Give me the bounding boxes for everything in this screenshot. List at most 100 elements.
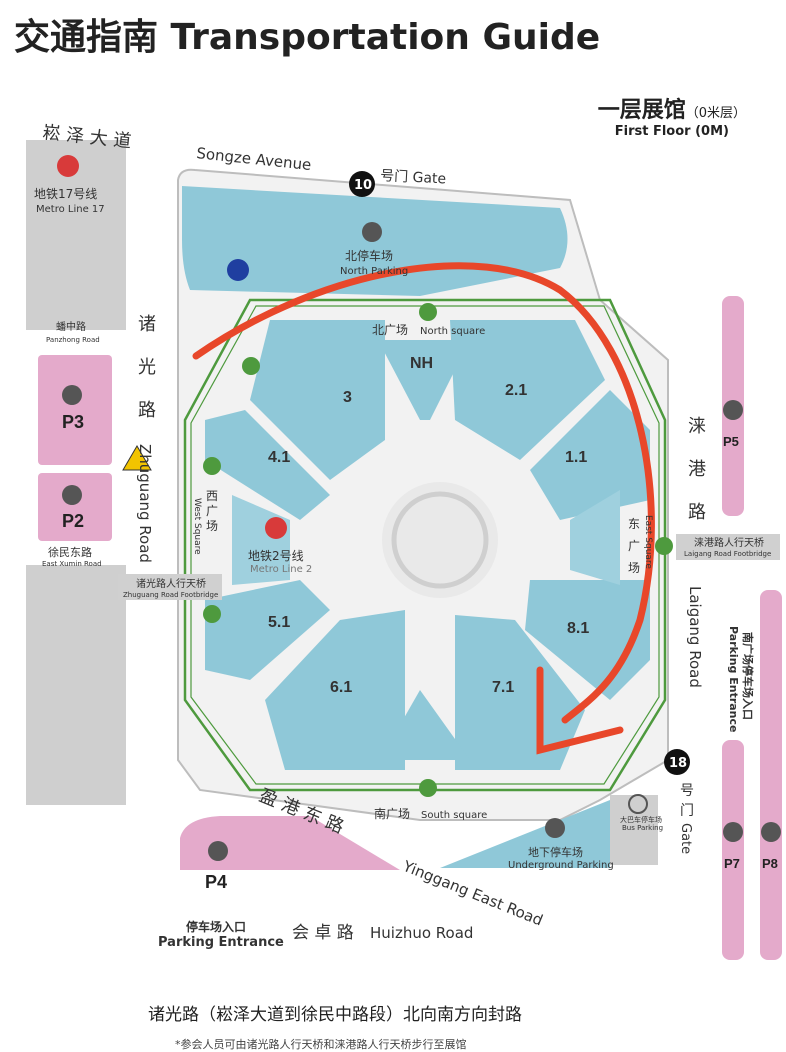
p4-label: P4 [205,872,227,892]
hall-1.1-shape[interactable] [530,390,650,520]
p8-lot[interactable] [760,590,782,960]
south-entrance-en: Parking Entrance [727,626,740,733]
metro-17-en: Metro Line 17 [36,204,105,215]
p3-label: P3 [62,412,84,432]
east-square-cn-1: 东 [628,517,640,531]
east-square-en: East Square [643,515,653,569]
walkway-loop [183,298,667,792]
gate-18-cn-2: 门 [680,803,694,819]
east-square-cn-2: 广 [628,539,640,553]
floor-cn-sub: （0米层） [685,106,746,121]
parking-entrance-en: Parking Entrance [158,935,284,950]
p2-lot[interactable] [38,473,112,541]
hall-6.1: 6.1 [330,679,352,696]
metro-2-icon [265,517,287,539]
shuttle-icon [203,303,673,797]
bus-parking-icon [628,794,648,814]
south-entrance-cn: 南广场停车场入口 [741,632,755,720]
bus-parking-en: Bus Parking [622,824,663,832]
north-parking-en: North Parking [340,266,408,277]
zhuguang-cn-2: 光 [138,357,156,378]
page-title: 交通指南 Transportation Guide [14,17,601,58]
bus-parking-cn: 大巴车停车场 [620,815,662,824]
metro-2-en: Metro Line 2 [250,564,312,575]
bus-icon [227,259,249,281]
north-square-en: North square [420,326,485,337]
hall-5.1-shape[interactable] [205,580,330,680]
zhuguang-cn-1: 诸 [138,314,156,335]
block-se [610,795,658,865]
hall-3-shape[interactable] [250,320,385,480]
p8-label: P8 [762,856,778,871]
xumin-road-cn: 徐民东路 [48,545,92,559]
walkway-loop-inner [190,305,660,785]
zhuguang-cn-3: 路 [138,400,156,421]
east-square-cn-3: 场 [628,561,640,575]
laigang-cn-3: 路 [688,502,706,523]
hall-6.1-shape[interactable] [265,610,405,770]
central-roundabout [382,482,498,598]
gate-18-number: 18 [669,756,687,771]
east-square-block [570,490,620,585]
car-icon [62,222,781,861]
hall-8.1: 8.1 [567,620,589,637]
south-square-en: South square [421,810,487,821]
north-parking-cn: 北停车场 [345,248,393,263]
hall-2.1-shape[interactable] [450,320,605,460]
north-square-cn: 北广场 [372,323,408,337]
underground-parking-area [440,800,610,868]
block-sw [26,565,126,805]
metro-17-icon [57,155,79,177]
laigang-cn-2: 港 [688,459,706,480]
hall-1.1: 1.1 [565,449,587,466]
parking-entrance-cn: 停车场入口 [186,919,246,934]
underground-parking-cn: 地下停车场 [528,845,583,859]
p7-lot[interactable] [722,740,744,960]
metro-2-cn: 地铁2号线 [248,549,304,563]
gate-10-marker[interactable] [349,171,375,197]
warning-icon [122,445,152,471]
hall-5.1: 5.1 [268,614,290,631]
p3-lot[interactable] [38,355,112,465]
huizhuo-cn: 会 卓 路 [292,923,354,943]
laigang-cn-1: 涞 [688,416,706,437]
underground-parking-en: Underground Parking [508,860,614,871]
south-fan [380,690,470,760]
hall-3: 3 [343,389,352,406]
gate-18-marker[interactable] [664,749,690,775]
hall-2.1: 2.1 [505,382,527,399]
hall-7.1: 7.1 [492,679,514,696]
west-square-cn-3: 场 [206,519,218,533]
hall-nh-shape[interactable] [378,340,470,420]
zhuguang-footbridge-en: Zhuguang Road Footbridge [123,591,218,599]
p4-lot[interactable] [180,816,400,870]
laigang-en: Laigang Road [686,586,704,688]
p2-label: P2 [62,511,84,531]
zhuguang-en: Zhuguang Road [136,444,154,563]
west-square-en: West Square [192,498,202,555]
floor-indicator: 一层展馆（0米层） First Floor (0M) [598,92,746,139]
west-square-cn-2: 广 [206,504,218,518]
hall-nh: NH [410,355,433,372]
huizhuo-en: Huizhuo Road [370,924,473,942]
route-line [192,262,655,755]
laigang-footbridge-cn: 涞港路人行天桥 [694,536,764,549]
zhuguang-footbridge [118,574,222,600]
hall-4.1-shape[interactable] [205,410,330,520]
laigang-footbridge-en: Laigang Road Footbridge [684,550,771,558]
p7-label: P7 [724,856,740,871]
gate-10-number: 10 [354,178,372,193]
south-square-cn: 南广场 [374,806,410,821]
gate-10-label: 号门 Gate [380,168,447,187]
road-closure-notice: 诸光路（崧泽大道到徐民中路段）北向南方向封路 [148,1005,522,1025]
panzhong-road-cn: 蟠中路 [56,320,86,333]
zhuguang-footbridge-cn: 诸光路人行天桥 [136,577,206,590]
gate-18-cn-1: 号 [680,783,694,799]
hall-7.1-shape[interactable] [455,615,585,770]
laigang-footbridge [676,534,780,560]
central-roundabout-ring [391,491,489,589]
footbridge-notice: *参会人员可由诸光路人行天桥和涞港路人行天桥步行至展馆 [175,1038,467,1051]
west-square-cn-1: 西 [206,489,218,503]
p5-label: P5 [723,434,739,449]
